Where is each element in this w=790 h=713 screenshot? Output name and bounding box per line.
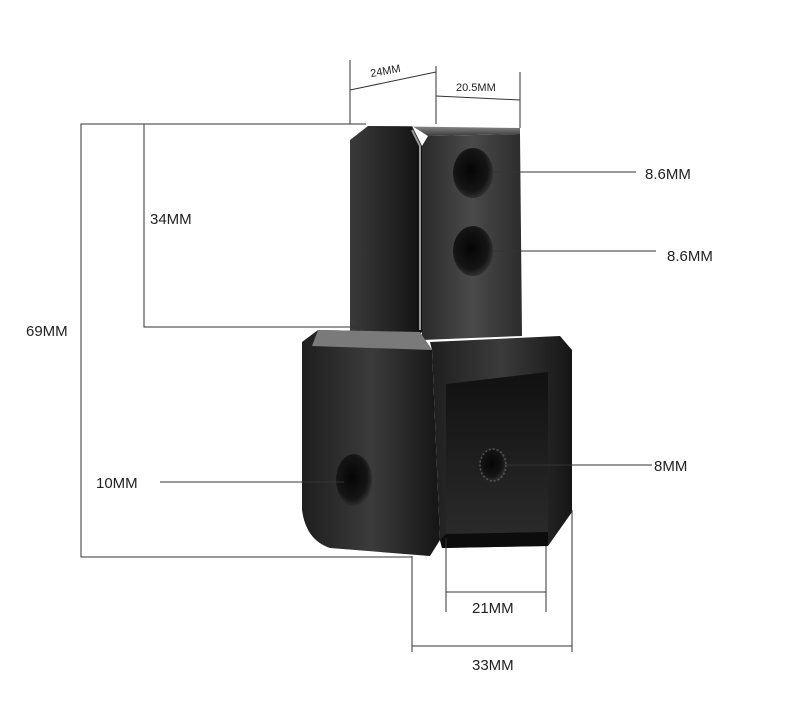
threaded-hole-8mm — [480, 449, 506, 481]
label-top-width-right: 20.5MM — [456, 82, 496, 94]
label-side-hole: 10MM — [96, 475, 138, 492]
bracket-illustration — [302, 126, 572, 556]
label-threaded-hole: 8MM — [654, 458, 687, 475]
dimension-lines — [80, 60, 656, 652]
label-upper-height: 34MM — [150, 211, 192, 228]
side-hole-10mm — [336, 454, 372, 506]
upper-hole-middle — [453, 226, 493, 276]
label-hole-middle: 8.6MM — [667, 248, 713, 265]
lower-gap — [440, 532, 548, 548]
upper-block-edge-highlight — [411, 129, 421, 330]
label-total-width: 33MM — [472, 657, 514, 674]
dimension-labels: 24MM 20.5MM 34MM 69MM 8.6MM 8.6MM 10MM 8… — [26, 63, 713, 674]
lower-left-arm — [302, 330, 440, 556]
label-total-height: 69MM — [26, 323, 68, 340]
upper-block-top-bevel — [368, 126, 520, 136]
label-inner-gap: 21MM — [472, 600, 514, 617]
label-hole-top: 8.6MM — [645, 166, 691, 183]
lower-left-arm-bevel — [312, 330, 432, 350]
upper-block-side-face — [350, 126, 422, 342]
label-top-width-left: 24MM — [369, 63, 401, 80]
upper-hole-top — [453, 148, 493, 198]
